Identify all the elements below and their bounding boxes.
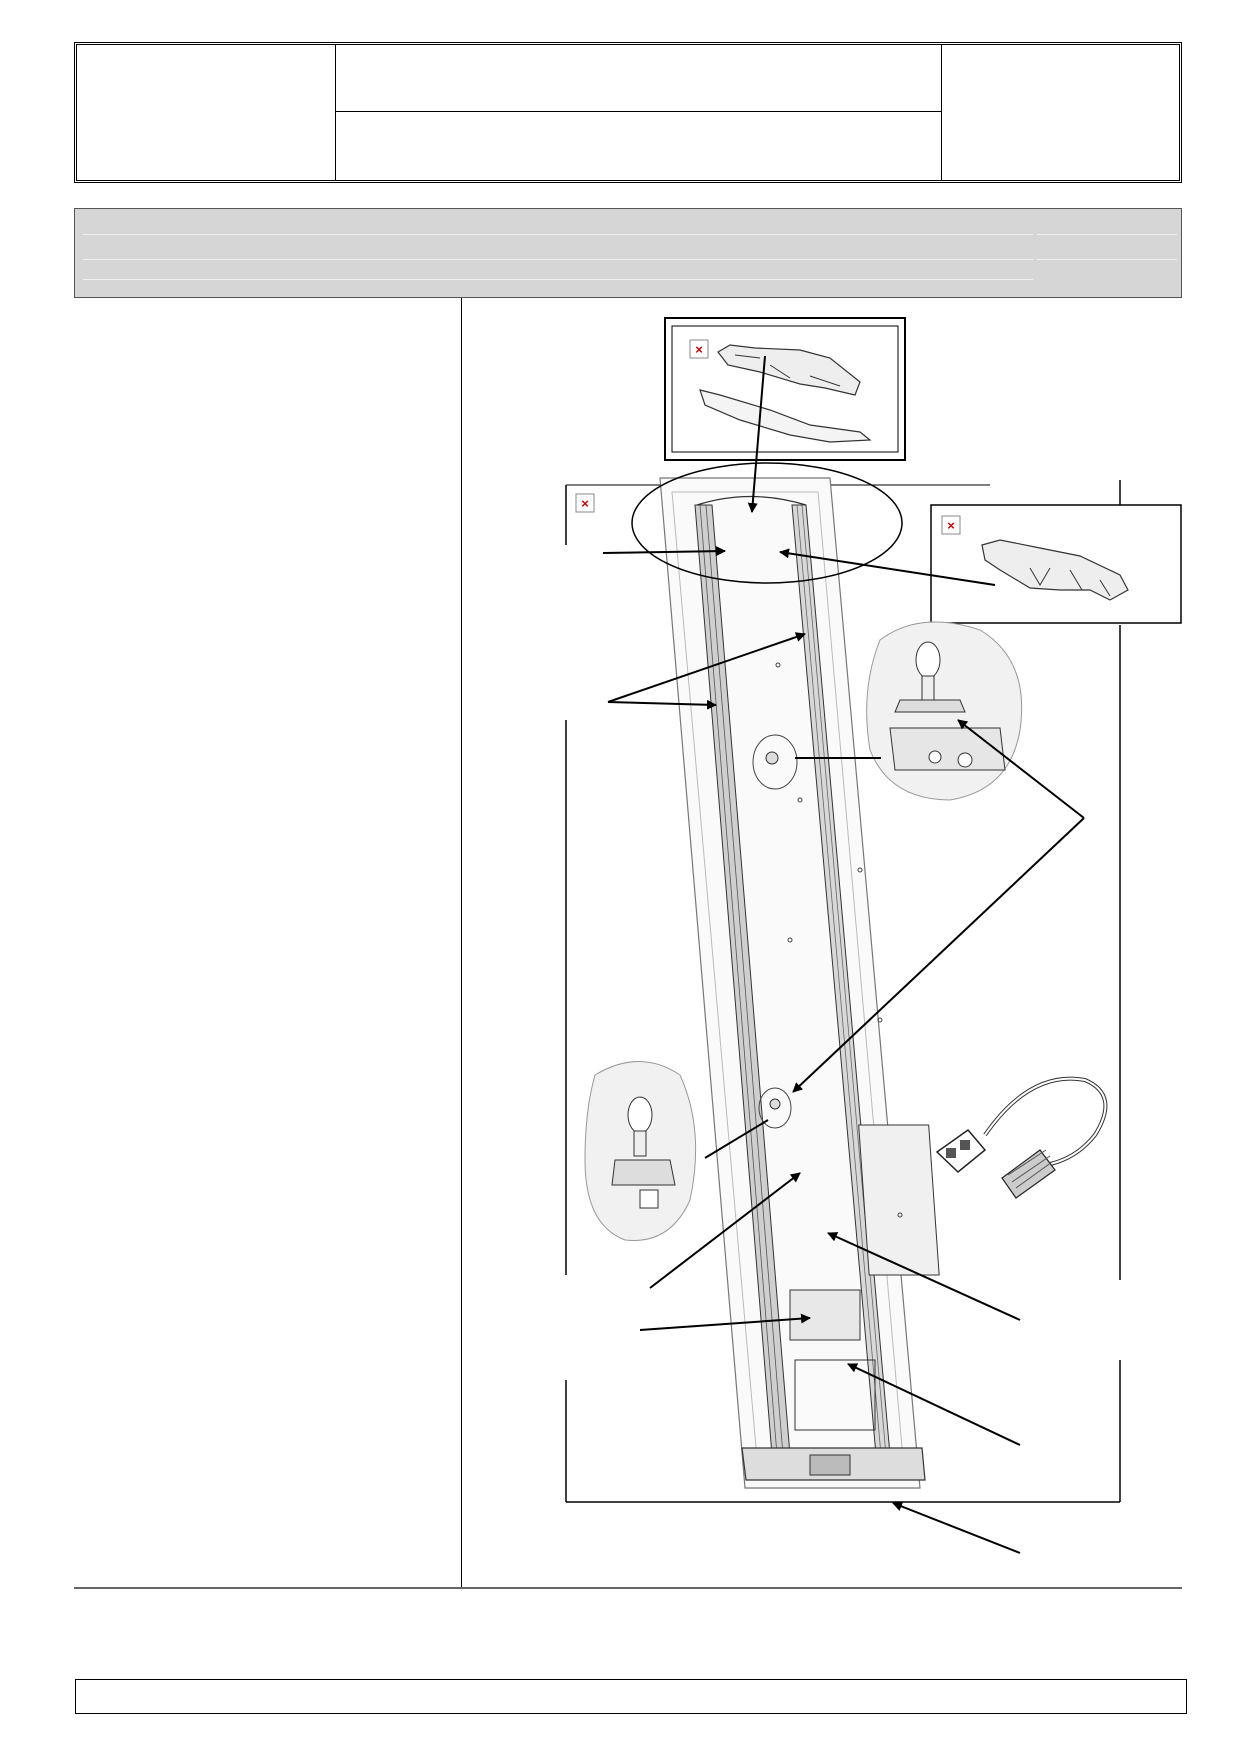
header-divider-left: [335, 45, 336, 180]
lamp-socket-zoom-left: [584, 1061, 697, 1241]
left-text-column: [74, 298, 462, 1588]
svg-text:×: ×: [695, 342, 703, 357]
end-clip-detail-box: ×: [664, 317, 906, 461]
broken-image-icon: ×: [689, 339, 709, 359]
lamp-socket-zoom-right: [866, 621, 1023, 801]
header-divider-right: [941, 45, 942, 180]
connector-cable: [935, 1076, 1108, 1199]
footer-box: [75, 1679, 1187, 1714]
top-clip-highlight-ellipse: [631, 462, 903, 584]
figure-frame: ×: [565, 480, 1121, 1503]
side-clip-detail-box: ×: [930, 504, 1182, 624]
svg-text:×: ×: [581, 496, 589, 511]
svg-text:×: ×: [947, 518, 955, 533]
broken-image-icon: ×: [941, 515, 961, 535]
broken-image-icon: ×: [575, 493, 595, 513]
title-band: [74, 208, 1182, 298]
end-clip-lower-part: [699, 389, 872, 443]
header-divider-middle: [335, 111, 942, 112]
header-table: [74, 42, 1182, 183]
leader-lines: [602, 355, 1085, 1554]
content-bottom-rule: [74, 1587, 1182, 1589]
